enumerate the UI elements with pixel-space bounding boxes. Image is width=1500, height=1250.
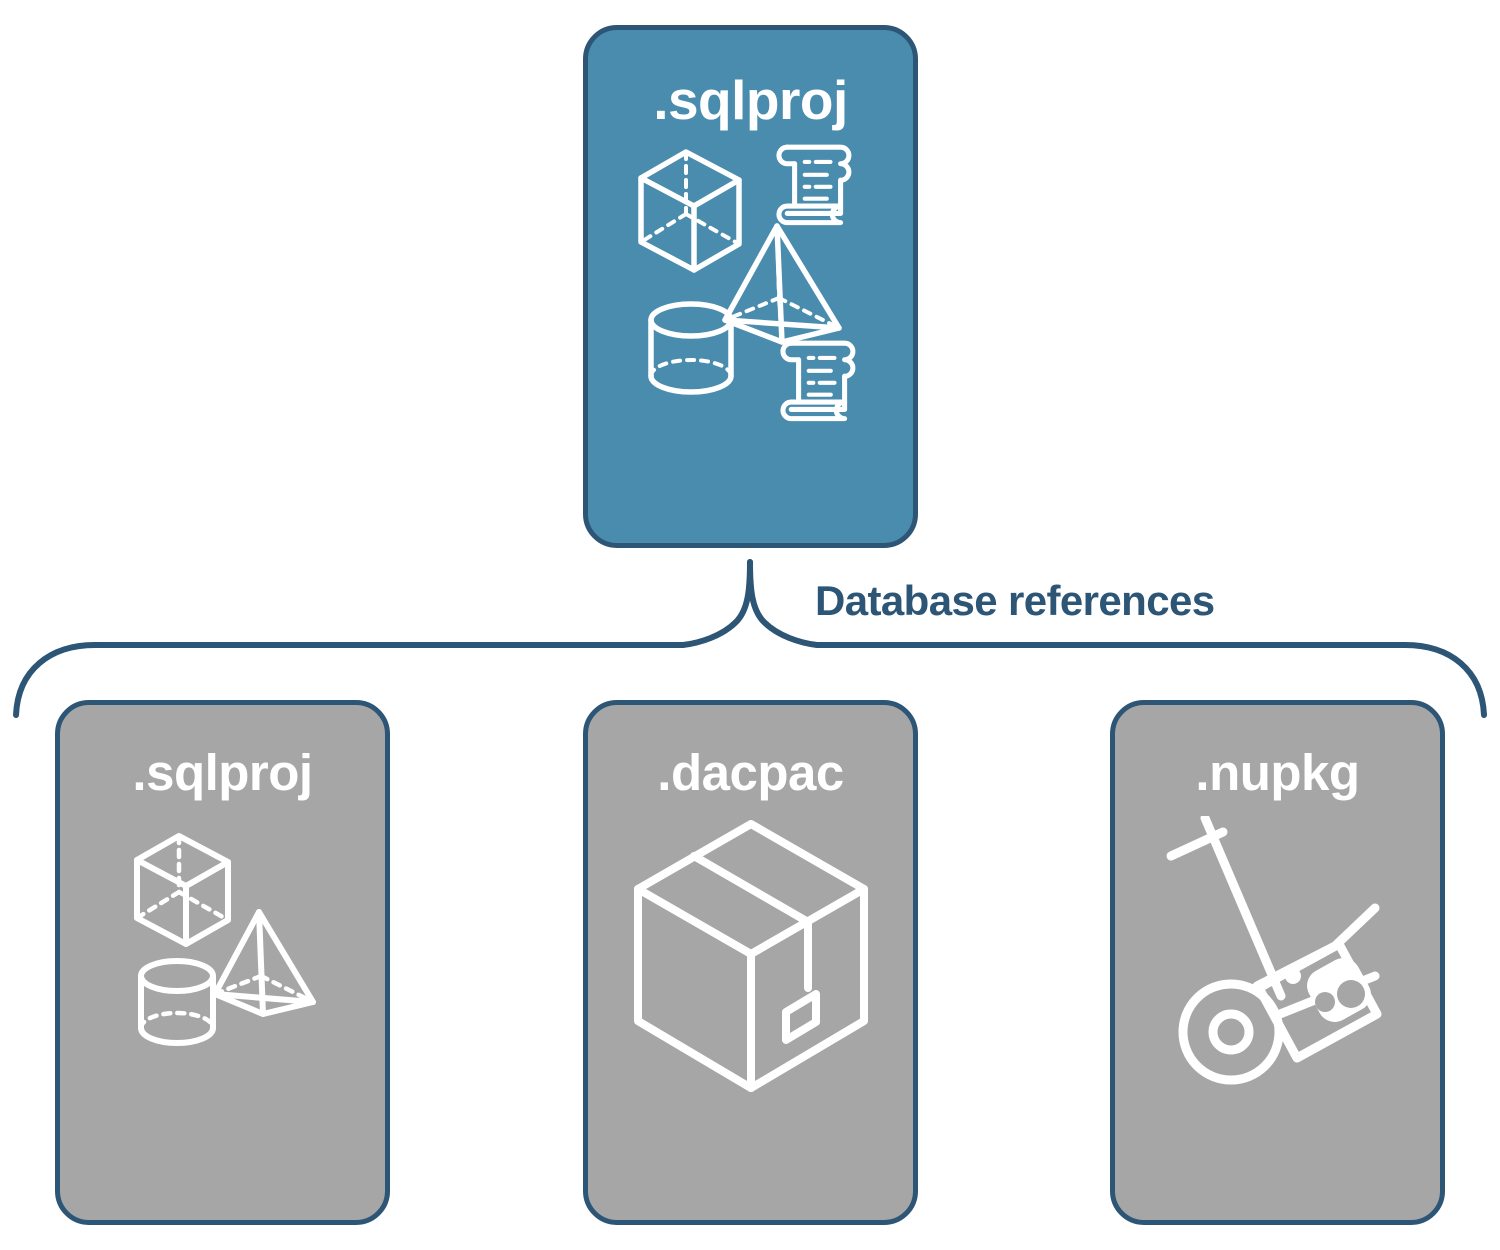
nuget-glyph-dot [1284, 968, 1301, 984]
hand-truck-package-icon [1166, 816, 1381, 1085]
node-child-dacpac[interactable]: .dacpac [583, 700, 918, 1225]
node-child-nupkg-icon-group [1115, 816, 1440, 1220]
node-child-nupkg-label: .nupkg [1195, 744, 1360, 801]
node-child-dacpac-label: .dacpac [657, 744, 844, 801]
pyramid-wireframe-icon [721, 223, 842, 345]
node-child-nupkg[interactable]: .nupkg [1110, 700, 1445, 1225]
scroll-icon [776, 144, 851, 226]
cube-wireframe-icon [133, 833, 231, 947]
sqlproj-icon-cluster [133, 833, 316, 1046]
node-child-sqlproj[interactable]: .sqlproj [55, 700, 390, 1225]
scroll-icon [780, 340, 855, 422]
shipping-box-icon [633, 820, 868, 1092]
node-child-sqlproj-icon-group [60, 816, 385, 1220]
cylinder-wireframe-icon [137, 958, 216, 1046]
node-child-dacpac-icon-group [588, 816, 913, 1220]
connector-label: Database references [815, 577, 1215, 624]
cube-wireframe-icon [637, 149, 742, 273]
node-root-icon-group [588, 138, 913, 543]
root-icon-cluster [637, 144, 855, 422]
node-root-sqlproj[interactable]: .sqlproj [583, 25, 918, 548]
cylinder-wireframe-icon [647, 301, 734, 395]
pyramid-wireframe-icon [211, 909, 316, 1017]
node-root-label: .sqlproj [653, 69, 848, 131]
nuget-glyph-holes [1314, 980, 1365, 1012]
node-child-sqlproj-label: .sqlproj [132, 744, 313, 801]
